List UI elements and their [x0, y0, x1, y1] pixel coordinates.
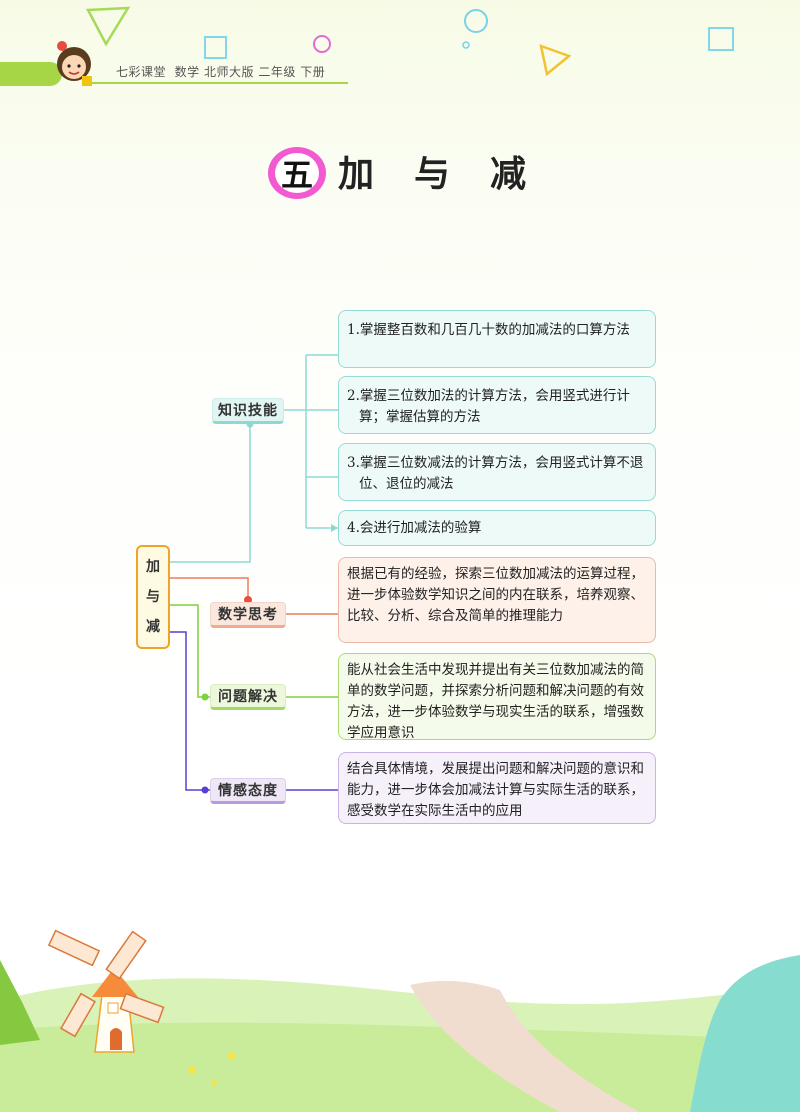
header-volume: 下册	[300, 65, 326, 79]
root-char: 加	[146, 559, 160, 575]
square-icon	[204, 36, 227, 59]
chapter-number: 五	[280, 156, 313, 194]
header-band	[0, 62, 62, 86]
header-rule	[90, 82, 348, 84]
square-icon	[708, 27, 734, 51]
header-grade: 二年级	[258, 65, 296, 79]
circle-icon	[313, 35, 331, 53]
header-series: 七彩课堂	[116, 65, 167, 79]
circle-icon	[462, 41, 470, 49]
header-subject: 数学	[174, 65, 200, 79]
header-text: 七彩课堂 数学 北师大版 二年级 下册	[116, 63, 325, 80]
category-problem-solving: 问题解决	[210, 684, 286, 710]
knowledge-item-4: 4.会进行加减法的验算	[338, 510, 656, 546]
knowledge-item-1: 1.掌握整百数和几百几十数的加减法的口算方法	[338, 310, 656, 368]
windmill	[47, 929, 165, 1053]
chapter-badge: 五	[268, 147, 326, 199]
chapter-title: 加与减	[338, 154, 567, 195]
girl-mascot	[52, 38, 96, 92]
header-edition: 北师大版	[204, 65, 255, 79]
hill-right	[690, 955, 800, 1112]
root-char: 减	[146, 619, 160, 635]
category-knowledge-skills: 知识技能	[212, 398, 284, 424]
mindmap-root: 加 与 减	[136, 545, 170, 649]
category-emotion-attitude: 情感态度	[210, 778, 286, 804]
category-math-thinking: 数学思考	[210, 602, 286, 628]
flowers	[188, 1052, 236, 1086]
triangle-icon	[539, 44, 572, 77]
triangle-icon	[85, 6, 131, 47]
root-char: 与	[146, 589, 160, 605]
knowledge-item-3: 3.掌握三位数减法的计算方法，会用竖式计算不退位、退位的减法	[338, 443, 656, 501]
path-road	[410, 980, 640, 1112]
emotion-attitude-text: 结合具体情境，发展提出问题和解决问题的意识和能力，进一步体会加减法计算与实际生活…	[338, 752, 656, 824]
tree-left	[0, 960, 40, 1045]
knowledge-item-2: 2.掌握三位数加法的计算方法，会用竖式进行计算；掌握估算的方法	[338, 376, 656, 434]
problem-solving-text: 能从社会生活中发现并提出有关三位数加减法的简单的数学问题，并探索分析问题和解决问…	[338, 653, 656, 741]
circle-icon	[464, 9, 488, 33]
math-thinking-text: 根据已有的经验，探索三位数加减法的运算过程，进一步体验数学知识之间的内在联系，培…	[338, 557, 656, 643]
